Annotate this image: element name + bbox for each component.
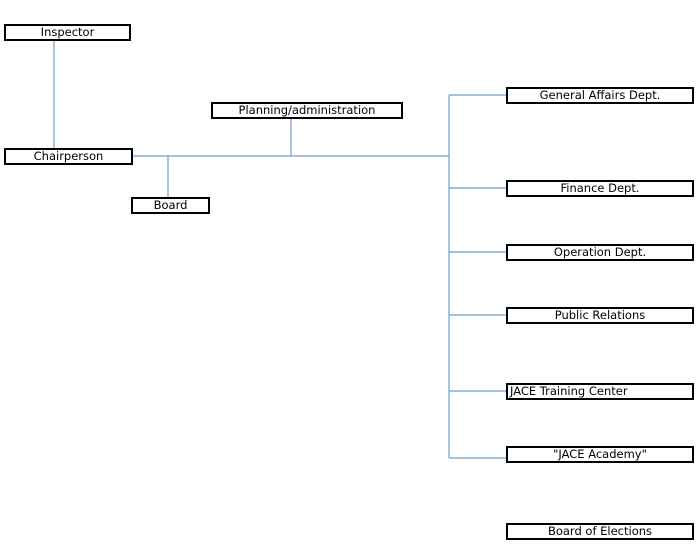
node-general-affairs-dept: General Affairs Dept. [506,87,694,104]
node-finance-dept: Finance Dept. [506,180,694,197]
node-board: Board [131,197,210,214]
node-jace-academy: "JACE Academy" [506,446,694,463]
node-board-of-elections: Board of Elections [506,523,694,540]
node-planning-administration: Planning/administration [211,102,403,119]
node-jace-training-center: JACE Training Center [506,383,694,400]
node-chairperson: Chairperson [4,148,133,165]
node-public-relations: Public Relations [506,307,694,324]
node-inspector: Inspector [4,24,131,41]
node-operation-dept: Operation Dept. [506,244,694,261]
